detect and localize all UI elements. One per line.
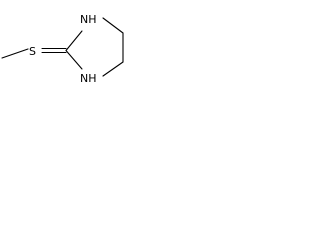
bond-n1-c5 — [102, 17, 124, 34]
atom-label-sulfur: S — [29, 45, 36, 58]
bond-c2-n1 — [65, 30, 83, 52]
bond-n3-c2 — [65, 49, 83, 70]
bond-c4-n3 — [102, 61, 124, 77]
bond-methyl-sulfur — [1, 48, 29, 59]
atom-label-nh-top: NH — [80, 13, 97, 26]
atom-label-nh-bottom: NH — [80, 72, 97, 85]
structure-diagram: S NH NH — [1, 13, 124, 85]
